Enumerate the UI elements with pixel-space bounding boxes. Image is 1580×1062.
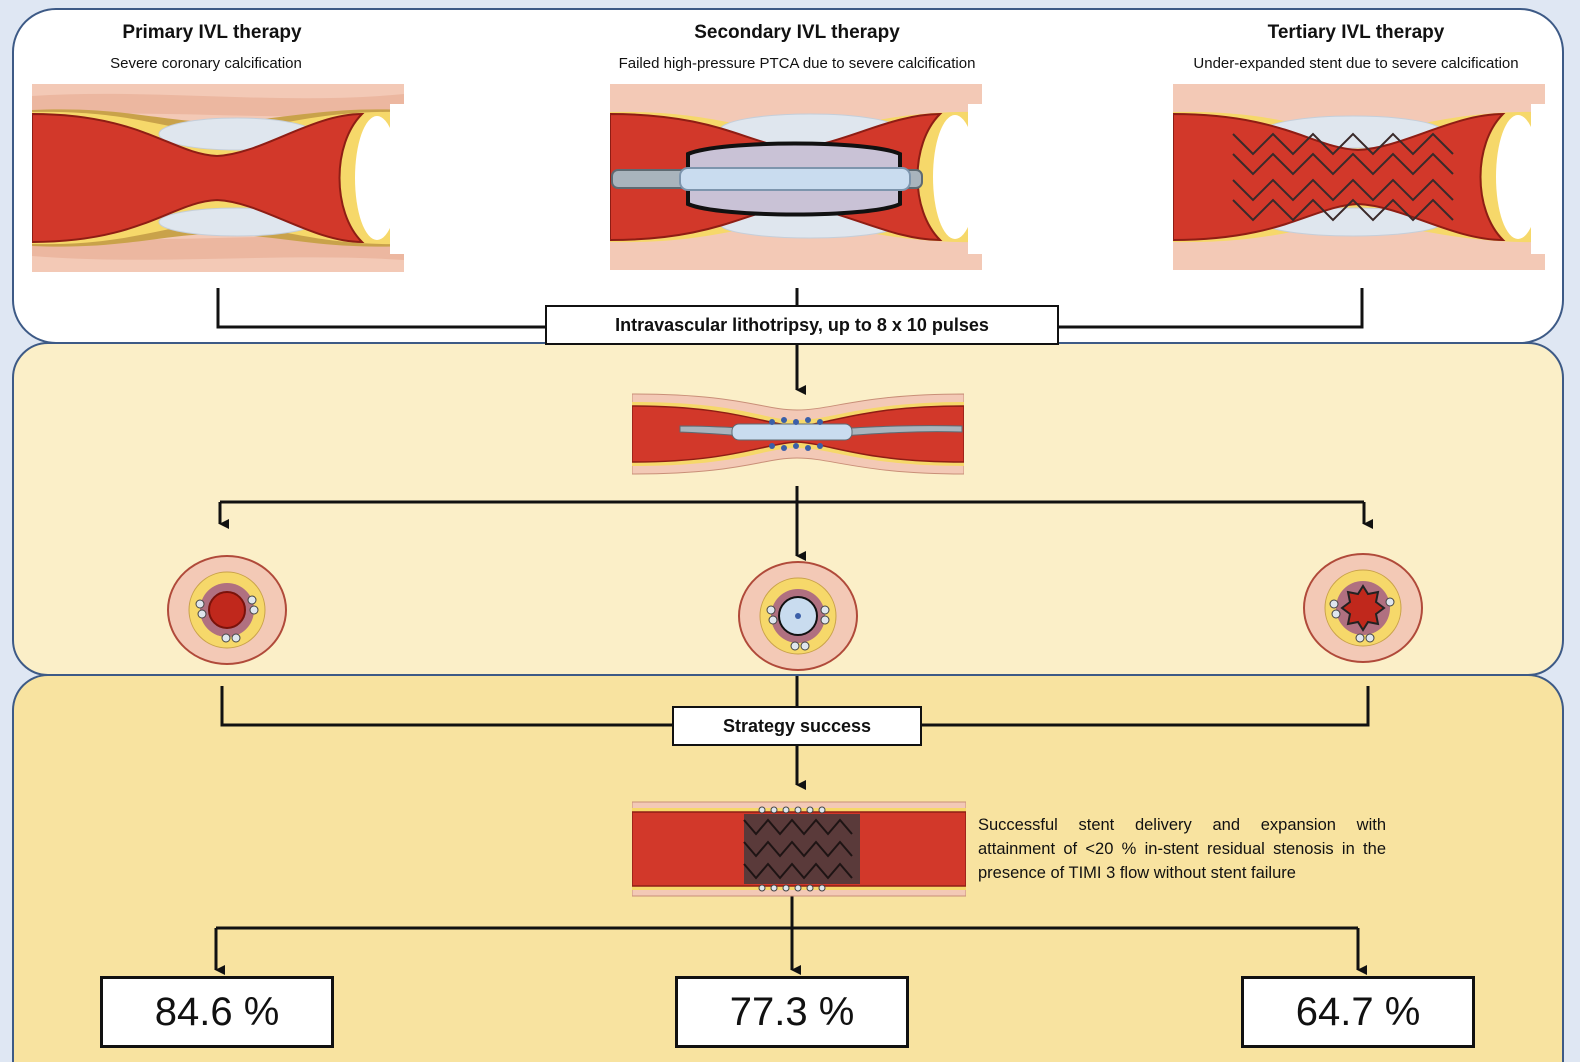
strategy-success-box: Strategy success [672,706,922,746]
tertiary-success-rate: 64.7 % [1241,976,1475,1048]
ivl-catheter-illustration [632,393,964,475]
tertiary-vessel-illustration [1173,84,1545,270]
secondary-cross-section [738,561,858,671]
connector-tertiary [1058,288,1364,329]
lithotripsy-box: Intravascular lithotripsy, up to 8 x 10 … [545,305,1059,345]
primary-title: Primary IVL therapy [122,22,302,43]
primary-vessel-illustration [32,84,404,272]
primary-success-rate: 84.6 % [100,976,334,1048]
success-definition: Successful stent delivery and expansion … [978,816,1386,882]
tertiary-title: Tertiary IVL therapy [1267,22,1445,43]
secondary-vessel-illustration [610,84,982,270]
secondary-title: Secondary IVL therapy [694,22,900,43]
tertiary-cross-section [1303,553,1423,663]
tertiary-subtitle: Under-expanded stent due to severe calci… [1193,55,1519,72]
connector-primary [216,288,546,329]
primary-cross-section [167,555,287,665]
secondary-success-rate: 77.3 % [675,976,909,1048]
primary-subtitle: Severe coronary calcification [110,55,302,72]
stented-vessel-illustration [632,801,966,897]
secondary-subtitle: Failed high-pressure PTCA due to severe … [618,55,976,72]
